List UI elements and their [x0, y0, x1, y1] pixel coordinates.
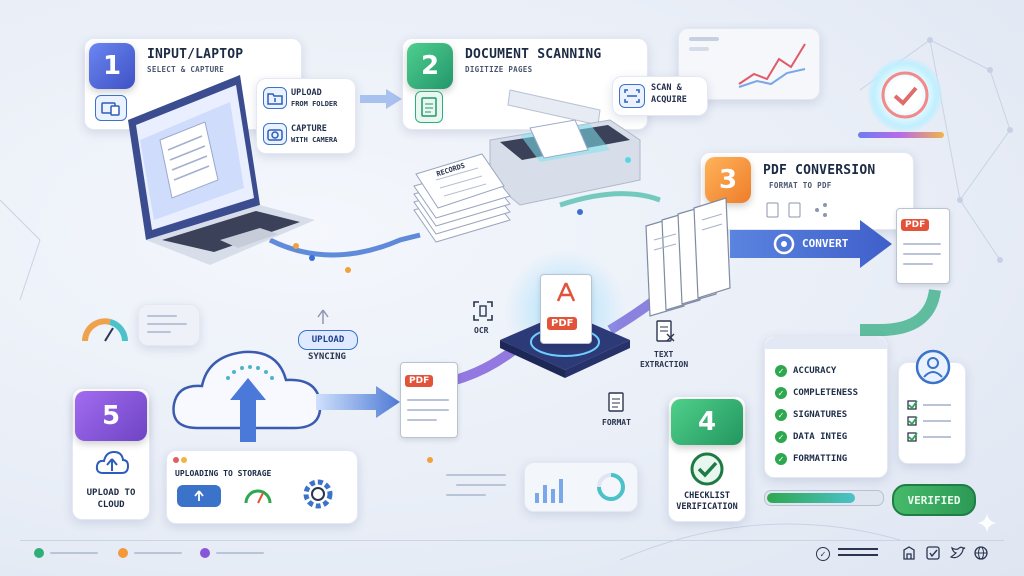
center-pdf-label: PDF	[547, 317, 578, 330]
document-scan-icon	[415, 91, 443, 123]
scan-acquire-card[interactable]: SCAN & ACQUIRE	[612, 76, 708, 116]
gradient-bar	[858, 132, 944, 138]
speed-gauge-icon	[244, 489, 272, 504]
format-doc-icon	[608, 392, 624, 412]
gauge-icon	[82, 318, 128, 342]
step-4-badge: 4	[671, 399, 743, 445]
arrow-to-pdf	[316, 386, 400, 418]
upload-pdf-label: PDF	[405, 375, 434, 387]
profile-document	[898, 349, 966, 464]
step-2-subtitle: DIGITIZE PAGES	[465, 65, 533, 74]
check-icon: ✓	[775, 409, 787, 421]
capture-with-camera-line2[interactable]: WITH CAMERA	[291, 136, 338, 144]
gear-icon	[303, 479, 333, 509]
step-4-card: 4 CHECKLIST VERIFICATION	[668, 396, 746, 522]
storage-title: UPLOADING TO STORAGE	[175, 469, 272, 478]
scanner-illustration	[489, 89, 641, 206]
check-icon: ✓	[775, 453, 787, 465]
step-3-card: 3 PDF CONVERSION FORMAT TO PDF	[700, 152, 914, 230]
verification-progress	[764, 490, 884, 506]
records-stack	[413, 153, 511, 243]
arrow-right-icon	[360, 89, 402, 109]
verified-badge: VERIFIED	[892, 484, 976, 516]
step-1-subtitle: SELECT & CAPTURE	[147, 65, 225, 74]
laptop-illustration	[128, 75, 315, 265]
verified-label: VERIFIED	[907, 493, 961, 507]
scan-icon	[619, 84, 645, 108]
text-extraction-icon	[656, 320, 675, 342]
checkbox-list-icon	[907, 400, 951, 442]
storage-panel: UPLOADING TO STORAGE	[166, 450, 358, 524]
step-2-badge: 2	[407, 43, 453, 89]
step-1-title: INPUT/LAPTOP	[147, 47, 244, 62]
syncing-label: SYNCING	[308, 352, 346, 362]
text-extraction-line1: TEXT	[654, 350, 674, 359]
devices-icon	[95, 95, 127, 121]
cloud-upload-icon	[95, 450, 129, 474]
check-icon: ✓	[775, 387, 787, 399]
upload-from-folder-line2[interactable]: FROM FOLDER	[291, 100, 338, 108]
check-icon: ✓	[775, 431, 787, 443]
upload-button-icon[interactable]	[177, 485, 221, 507]
step-2-card: 2 DOCUMENT SCANNING DIGITIZE PAGES	[402, 38, 648, 130]
upload-pdf-icon: PDF	[400, 362, 458, 438]
step-3-subtitle: FORMAT TO PDF	[769, 181, 832, 190]
convert-label: CONVERT	[802, 237, 849, 250]
footer-bird-icon[interactable]	[950, 546, 966, 560]
footer-checkbox-icon[interactable]	[926, 546, 940, 560]
acrobat-icon	[556, 282, 576, 302]
scan-acquire-line2: ACQUIRE	[651, 95, 687, 105]
check-circle-icon	[690, 452, 724, 486]
step-3-title: PDF CONVERSION	[763, 163, 876, 178]
convert-arrow[interactable]	[730, 218, 896, 270]
footer-building-icon[interactable]	[902, 546, 916, 560]
output-pdf-icon: PDF	[896, 208, 950, 284]
step-3-badge: 3	[705, 157, 751, 203]
text-extraction-line2: EXTRACTION	[640, 360, 689, 369]
verified-glow-icon	[868, 58, 942, 132]
checklist-item[interactable]: ✓ACCURACY	[775, 365, 836, 377]
footer-globe-icon[interactable]	[974, 546, 988, 560]
capture-with-camera-line1[interactable]: CAPTURE	[291, 124, 327, 134]
step-5-title: UPLOAD TO CLOUD	[86, 488, 136, 510]
upload-chip[interactable]: UPLOAD	[298, 330, 358, 350]
bottom-chart-panel	[524, 462, 638, 512]
ocr-icon	[473, 301, 493, 321]
step-5-card: 5 UPLOAD TO CLOUD	[72, 388, 150, 520]
bar-chart-icon	[535, 473, 625, 503]
footer-check-icon[interactable]: ✓	[816, 547, 830, 561]
cloud-upload-illustration	[172, 350, 322, 442]
avatar-icon	[915, 349, 951, 385]
output-pdf-label: PDF	[901, 219, 930, 231]
fanned-pages	[645, 197, 731, 317]
step-5-badge: 5	[75, 391, 147, 441]
center-pdf-icon: PDF	[540, 274, 592, 344]
step-1-options: UPLOAD FROM FOLDER CAPTURE WITH CAMERA	[256, 78, 356, 154]
side-doc-panel	[138, 304, 200, 346]
checklist-item[interactable]: ✓COMPLETENESS	[775, 387, 858, 399]
upload-chip-label: UPLOAD	[311, 335, 345, 345]
footer-divider	[20, 540, 1004, 541]
format-label: FORMAT	[602, 418, 631, 427]
upload-from-folder-line1[interactable]: UPLOAD	[291, 88, 322, 98]
checklist-item[interactable]: ✓FORMATTING	[775, 453, 847, 465]
checklist-panel: ✓ACCURACY ✓COMPLETENESS ✓SIGNATURES ✓DAT…	[764, 336, 888, 478]
checklist-item[interactable]: ✓DATA INTEG	[775, 431, 847, 443]
checklist-item[interactable]: ✓SIGNATURES	[775, 409, 847, 421]
sparkle-icon	[977, 513, 997, 533]
format-icons	[766, 202, 827, 218]
step-2-title: DOCUMENT SCANNING	[465, 47, 602, 62]
line-chart-icon	[689, 37, 806, 88]
check-icon: ✓	[775, 365, 787, 377]
scan-acquire-line1: SCAN &	[651, 83, 682, 93]
ocr-label: OCR	[474, 326, 489, 335]
folder-upload-icon	[263, 87, 287, 109]
camera-icon	[263, 123, 287, 145]
step-1-badge: 1	[89, 43, 135, 89]
step-4-title: CHECKLIST VERIFICATION	[676, 491, 738, 512]
upload-arrow-small	[317, 309, 329, 324]
